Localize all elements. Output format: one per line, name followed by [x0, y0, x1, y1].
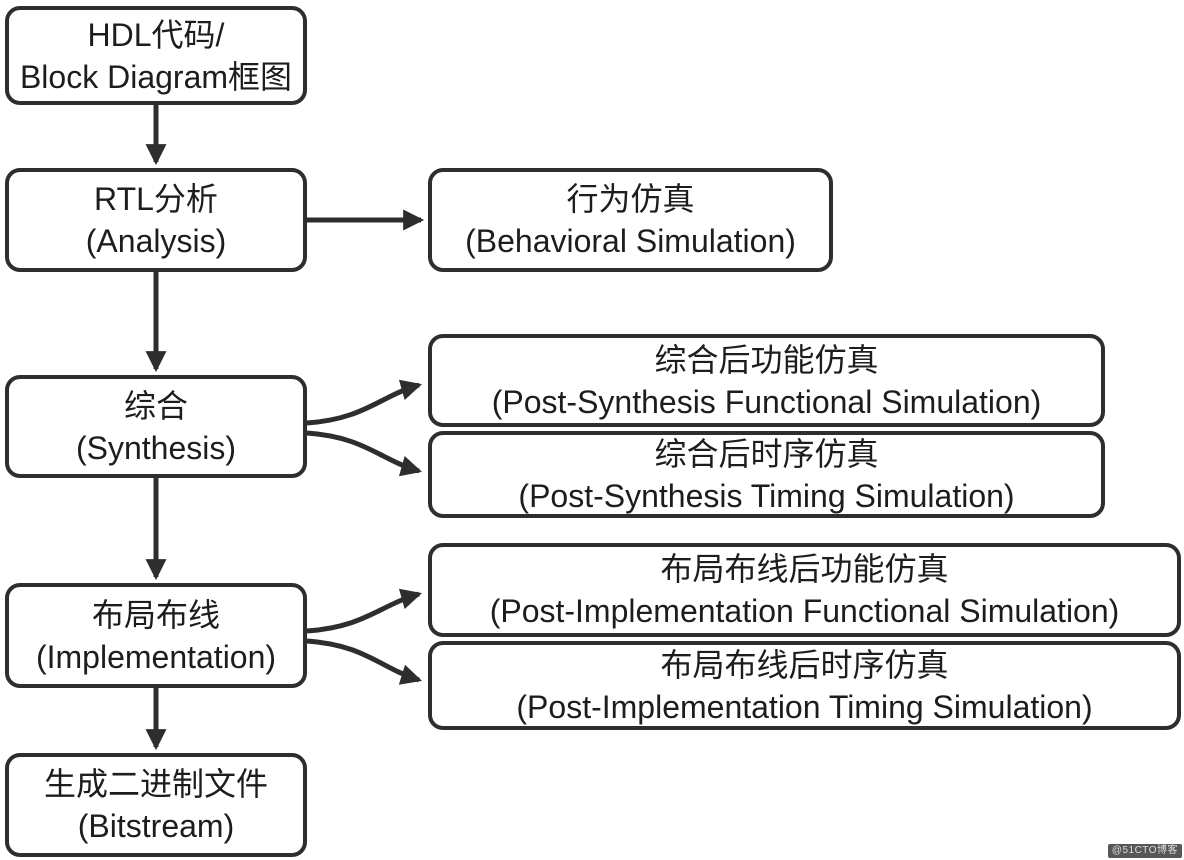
node-synthesis-line1: 综合	[123, 387, 188, 424]
node-post-synth-functional-line2: (Post-Synthesis Functional Simulation)	[491, 383, 1042, 420]
node-bitstream-line1: 生成二进制文件	[43, 766, 268, 802]
node-hdl-line2: Block Diagram框图	[19, 58, 293, 95]
node-post-synth-timing-line2: (Post-Synthesis Timing Simulation)	[518, 477, 1015, 514]
node-hdl-block-diagram: HDL代码/ Block Diagram框图	[5, 6, 307, 105]
node-post-synth-functional-line1: 综合后功能仿真	[654, 341, 879, 378]
node-implementation-line2: (Implementation)	[35, 638, 277, 675]
arrow-implementation-to-post-impl-timing	[306, 638, 423, 685]
node-rtl-line2: (Analysis)	[85, 223, 227, 259]
arrow-synthesis-to-post-synth-timing	[306, 430, 423, 477]
arrow-implementation-to-post-impl-functional	[306, 588, 423, 634]
node-behavioral-simulation: 行为仿真 (Behavioral Simulation)	[428, 168, 833, 272]
arrow-synthesis-to-post-synth-functional	[306, 379, 423, 426]
node-bitstream-generation: 生成二进制文件 (Bitstream)	[5, 753, 307, 857]
node-post-implementation-functional-simulation: 布局布线后功能仿真 (Post-Implementation Functiona…	[428, 543, 1181, 637]
node-behavioral-line1: 行为仿真	[566, 181, 695, 217]
node-post-impl-timing-line2: (Post-Implementation Timing Simulation)	[516, 688, 1093, 725]
node-post-synthesis-functional-simulation: 综合后功能仿真 (Post-Synthesis Functional Simul…	[428, 334, 1105, 427]
node-implementation: 布局布线 (Implementation)	[5, 583, 307, 688]
node-hdl-line1: HDL代码/	[87, 16, 225, 53]
node-rtl-line1: RTL分析	[94, 181, 218, 217]
node-synthesis: 综合 (Synthesis)	[5, 375, 307, 478]
node-post-impl-timing-line1: 布局布线后时序仿真	[660, 646, 949, 683]
node-implementation-line1: 布局布线	[91, 596, 220, 633]
node-post-implementation-timing-simulation: 布局布线后时序仿真 (Post-Implementation Timing Si…	[428, 641, 1181, 730]
node-post-synth-timing-line1: 综合后时序仿真	[654, 435, 879, 472]
node-post-impl-functional-line1: 布局布线后功能仿真	[660, 551, 949, 587]
node-post-synthesis-timing-simulation: 综合后时序仿真 (Post-Synthesis Timing Simulatio…	[428, 431, 1105, 518]
watermark-badge: @51CTO博客	[1107, 844, 1182, 858]
node-behavioral-line2: (Behavioral Simulation)	[465, 223, 796, 259]
node-bitstream-line2: (Bitstream)	[77, 808, 235, 844]
node-rtl-analysis: RTL分析 (Analysis)	[5, 168, 307, 272]
node-post-impl-functional-line2: (Post-Implementation Functional Simulati…	[489, 593, 1120, 629]
node-synthesis-line2: (Synthesis)	[75, 429, 237, 466]
